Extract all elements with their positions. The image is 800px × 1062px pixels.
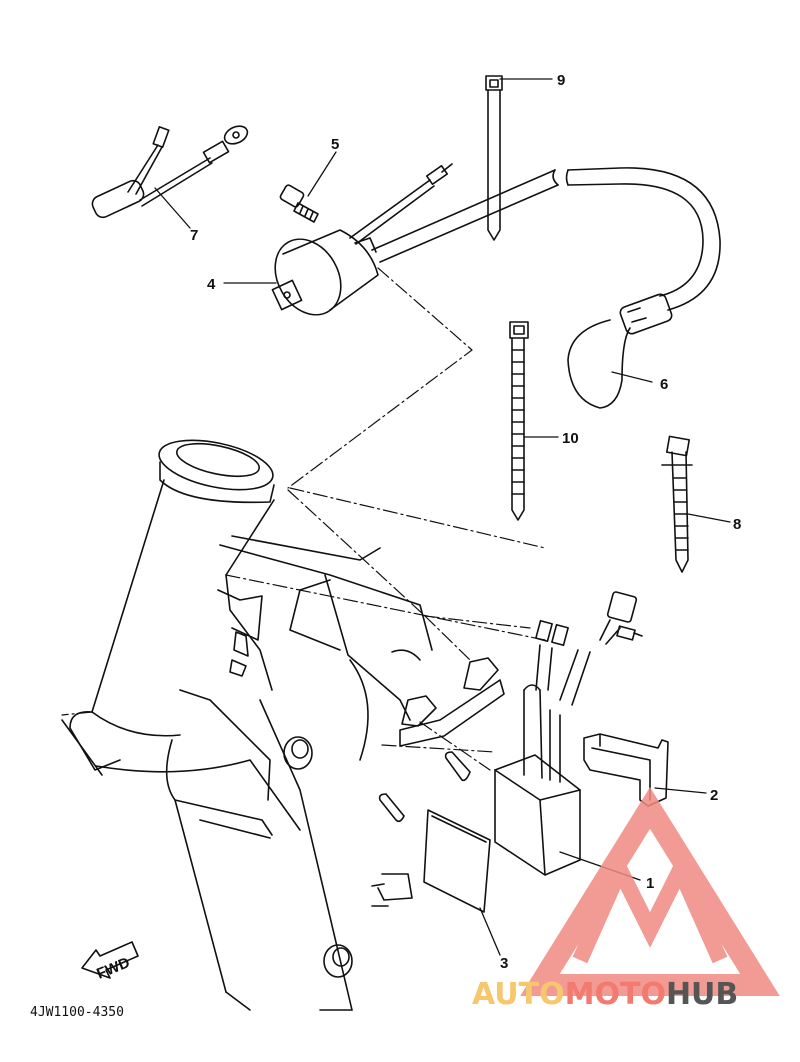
fwd-arrow: FWD	[81, 941, 139, 983]
cable-tie-part-9	[485, 75, 503, 241]
callout-part-6: 6	[660, 376, 668, 393]
callout-part-3: 3	[500, 955, 508, 972]
leader-lines	[61, 267, 546, 771]
cable-tie-part-10	[509, 321, 529, 521]
callout-part-10: 10	[562, 430, 579, 447]
callout-part-4: 4	[207, 276, 216, 293]
callout-part-1: 1	[646, 875, 654, 892]
wire-lead-part-7	[91, 125, 249, 219]
ignition-coil-part-4	[271, 163, 569, 316]
callout-part-8: 8	[733, 516, 741, 533]
watermark-moto: MOTO	[565, 977, 666, 1012]
callout-part-2: 2	[710, 787, 718, 804]
callout-part-5: 5	[331, 136, 339, 153]
frame	[61, 439, 505, 1011]
callout-part-9: 9	[557, 72, 565, 89]
callout-leaders	[154, 78, 731, 956]
callout-labels: 1 2 3 4 5 6 7 8 9 10	[190, 72, 741, 972]
watermark-logo-icon	[520, 787, 780, 996]
plug-cap-part-6	[567, 167, 721, 409]
pad-part-3	[423, 809, 491, 913]
diagram-code: 4JW1100-4350	[30, 1005, 124, 1020]
cable-tie-part-8	[661, 435, 693, 573]
callout-part-7: 7	[190, 227, 198, 244]
bolt-part-5	[279, 184, 319, 223]
cdi-unit-part-1	[494, 591, 643, 876]
watermark-text: AUTOMOTOHUB	[472, 977, 738, 1012]
watermark-hub: HUB	[666, 977, 738, 1012]
watermark-auto: AUTO	[472, 977, 565, 1012]
bracket-part-2	[583, 733, 669, 807]
fwd-label: FWD	[94, 954, 132, 983]
